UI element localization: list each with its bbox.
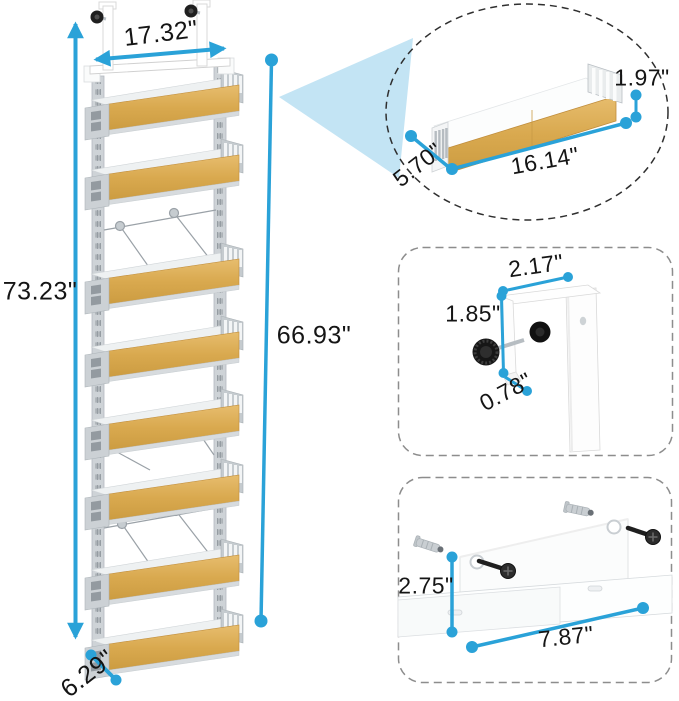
basket-inset-frame <box>385 3 669 221</box>
hook-height-line <box>496 291 509 378</box>
bracket-width-label: 7.87" <box>537 620 595 653</box>
basket-height-label: 1.97" <box>614 64 670 91</box>
door-hooks <box>90 0 211 71</box>
overall-width-arrow <box>93 41 227 67</box>
hook-height-label: 1.85" <box>445 300 501 327</box>
rack-height-label: 66.93" <box>276 321 352 350</box>
dimension-lines <box>67 21 649 686</box>
basket-height-line <box>630 89 642 123</box>
bracket-height-label: 2.75" <box>398 572 454 599</box>
inset-basket-drawing <box>431 63 623 174</box>
overall-height-label: 73.23" <box>2 277 78 306</box>
rack-depth-line <box>85 649 122 686</box>
door-hook-drawing <box>472 284 602 453</box>
wall-anchor-left <box>413 535 444 553</box>
pantry-rack-illustration <box>83 0 244 681</box>
wall-anchor-top <box>563 501 594 517</box>
screw-1 <box>476 558 516 579</box>
wall-bracket-drawing <box>397 501 673 638</box>
screw-2 <box>625 525 661 545</box>
rack-height-line <box>254 53 278 628</box>
basket-width-line <box>446 117 632 175</box>
magnifier-wedge <box>279 38 413 178</box>
bracket-width-line <box>466 602 649 653</box>
hook-inset-frame <box>397 246 674 457</box>
bracket-height-line <box>446 551 458 638</box>
basket-depth-line <box>405 130 453 171</box>
hook-opening-line <box>504 375 532 396</box>
